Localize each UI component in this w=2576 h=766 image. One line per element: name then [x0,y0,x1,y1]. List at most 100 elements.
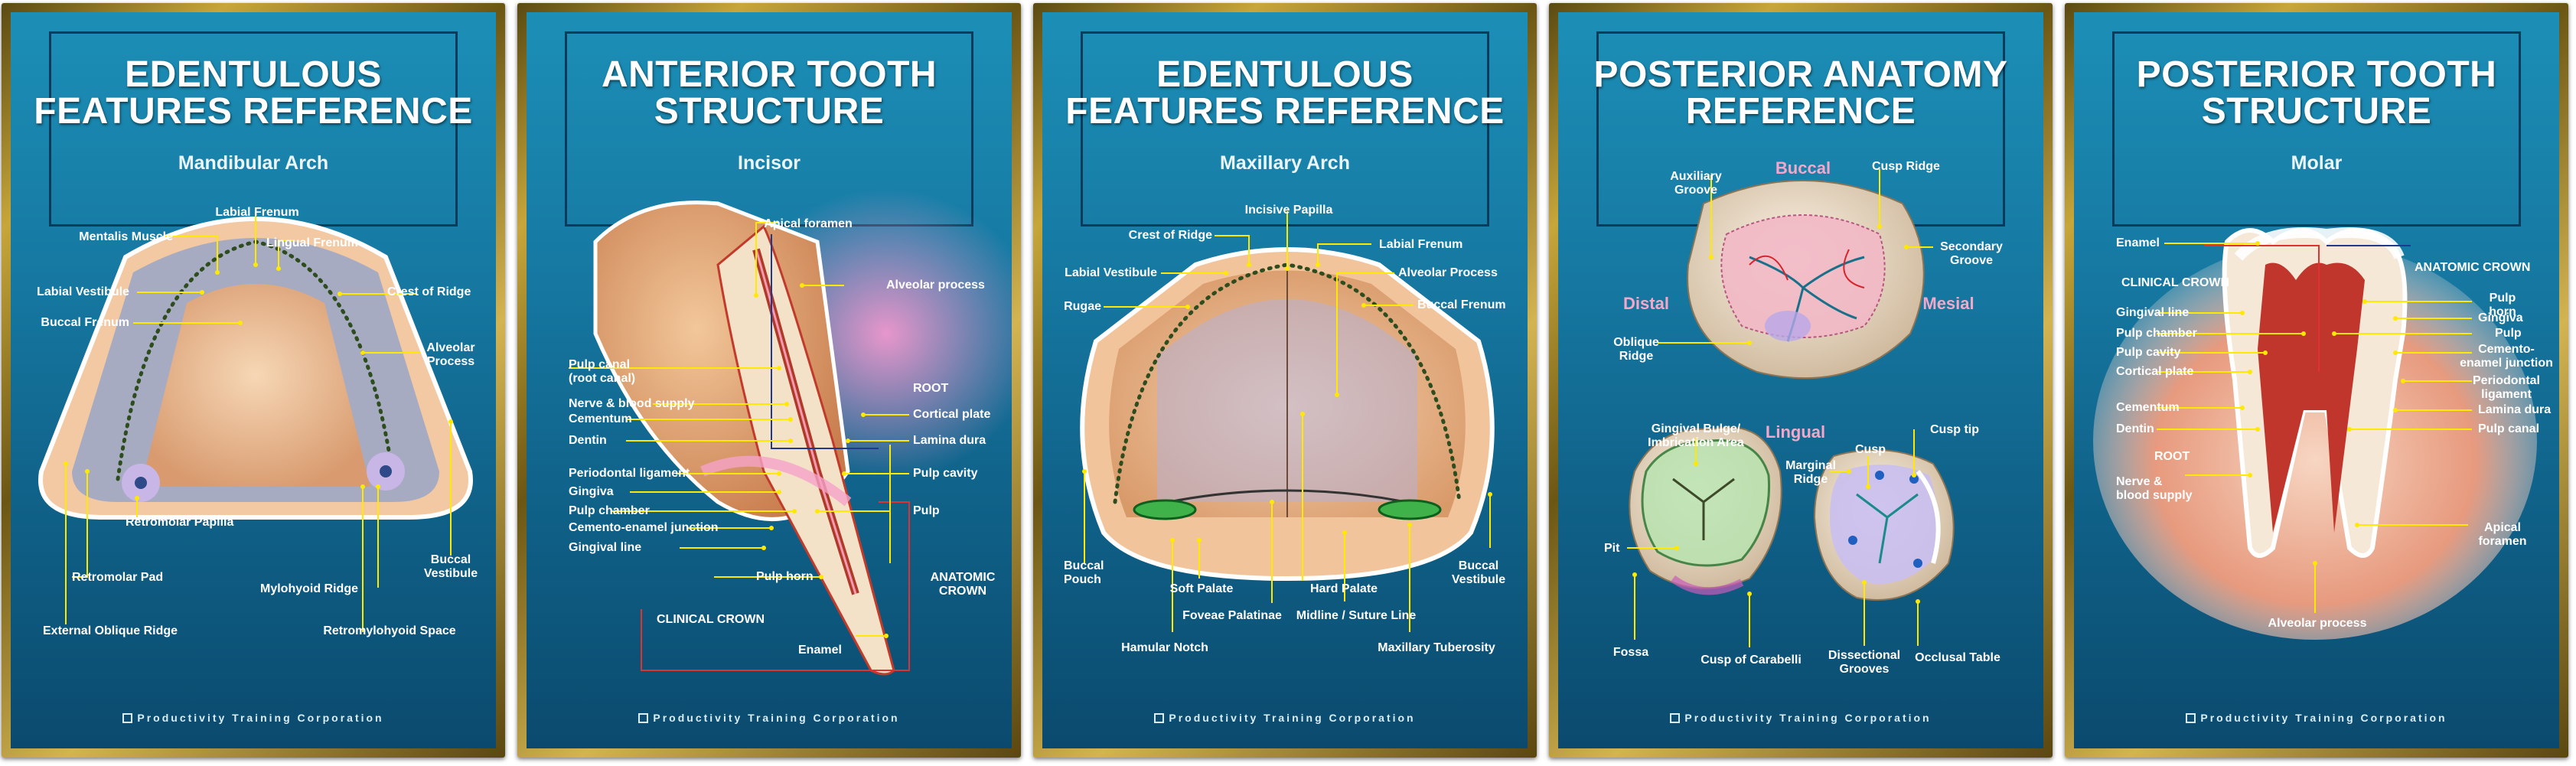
title-line-2: REFERENCE [1685,91,1916,132]
label-cemento-enamel-junction: Cemento-enamel junction [569,521,719,534]
label-pulp-chamber: Pulp chamber [2116,327,2197,340]
label-midline-suture-line: Midline / Suture Line [1296,609,1417,622]
poster-subtitle: Incisor [738,152,801,174]
label-pit: Pit [1604,542,1620,555]
label-alveolar-process: Alveolar Process [1398,266,1498,279]
ptc-logo-icon [638,713,649,723]
label-cusp-of-carabelli: Cusp of Carabelli [1700,654,1802,667]
label-hard-palate: Hard Palate [1310,582,1378,595]
label-labial-vestibule: Labial Vestibule [37,285,129,298]
label-enamel: Enamel [798,644,842,657]
poster-frame-molar: POSTERIOR TOOTH STRUCTURE Molar [2065,3,2568,758]
footer-text: Productivity Training Corporation [653,712,900,724]
label-alveolar-process: Alveolar process [2268,617,2367,630]
label-labial-frenum: Labial Frenum [1379,238,1463,251]
poster-frame-maxillary: EDENTULOUS FEATURES REFERENCE Maxillary … [1033,3,1537,758]
label-dissectional-grooves: Dissectional Grooves [1828,649,1901,676]
title-box [1081,31,1489,227]
label-retromolar-papilla: Retromolar Papilla [126,516,234,529]
poster-posterior-tooth: POSTERIOR TOOTH STRUCTURE Molar [2074,12,2559,748]
label-mylohyoid-ridge: Mylohyoid Ridge [260,582,358,595]
label-auxiliary-groove: Auxiliary Groove [1670,170,1722,197]
label-occlusal-table: Occlusal Table [1915,651,2000,664]
label-lingual-frenum: Lingual Frenum [266,236,358,249]
title-line-1: POSTERIOR ANATOMY [1593,54,2008,95]
title-line-2: STRUCTURE [2201,91,2432,132]
label-lamina-dura: Lamina dura [2478,403,2552,416]
footer-brand: Productivity Training Corporation [1558,712,2043,724]
label-pulp-horn: Pulp horn [756,570,814,583]
label-root: ROOT [2154,450,2190,463]
label-cusp-ridge: Cusp Ridge [1872,160,1940,173]
label-labial-frenum: Labial Frenum [215,206,299,219]
label-root: ROOT [913,382,949,395]
poster-title: EDENTULOUS FEATURES REFERENCE [1042,57,1528,130]
incisor-cross-section-illustration [569,188,1012,676]
label-labial-vestibule: Labial Vestibule [1065,266,1157,279]
ptc-logo-icon [1154,713,1165,723]
label-pulp-cavity: Pulp cavity [2116,346,2181,359]
label-pulp-canal: Pulp canal (root canal) [569,358,636,385]
poster-frame-incisor: ANTERIOR TOOTH STRUCTURE Incisor [517,3,1021,758]
poster-mandibular-arch: EDENTULOUS FEATURES REFERENCE Mandibular… [11,12,496,748]
label-cusp: Cusp [1855,443,1886,456]
label-alveolar-process: Alveolar Process [426,341,475,368]
label-cemento-enamel-junction: Cemento- enamel junction [2460,343,2553,370]
label-clinical-crown: CLINICAL CROWN [2121,276,2230,289]
footer-text: Productivity Training Corporation [2200,712,2447,724]
title-line-2: FEATURES REFERENCE [1065,91,1505,132]
label-apical-foramen: Apical foramen [2478,521,2527,548]
label-cusp-tip: Cusp tip [1930,423,1979,436]
label-dentin: Dentin [569,434,607,447]
label-pulp-chamber: Pulp chamber [569,504,650,517]
title-line-1: POSTERIOR TOOTH [2136,54,2497,95]
title-line-1: EDENTULOUS [1156,54,1414,95]
poster-title: POSTERIOR TOOTH STRUCTURE [2074,57,2559,130]
label-gingiva: Gingiva [2478,311,2523,324]
label-secondary-groove: Secondary Groove [1940,240,2003,267]
footer-brand: Productivity Training Corporation [1042,712,1528,724]
label-dentin: Dentin [2116,422,2154,435]
label-mesial: Mesial [1922,294,1974,313]
footer-brand: Productivity Training Corporation [2074,712,2559,724]
footer-brand: Productivity Training Corporation [11,712,496,724]
label-pulp-horn: Pulp horn [2489,292,2516,318]
footer-text: Productivity Training Corporation [1684,712,1932,724]
poster-title: ANTERIOR TOOTH STRUCTURE [527,57,1012,130]
label-buccal-frenum: Buccal Frenum [41,316,129,329]
ptc-logo-icon [1670,713,1681,723]
label-enamel: Enamel [2116,236,2160,249]
label-retromolar-pad: Retromolar Pad [72,571,164,584]
label-fossa: Fossa [1612,646,1649,659]
label-anatomic-crown: ANATOMIC CROWN [2415,261,2531,274]
label-foveae-palatinae: Foveae Palatinae [1182,609,1282,622]
ptc-logo-icon [122,713,133,723]
label-buccal: Buccal [1775,158,1831,178]
label-nerve-blood-supply: Nerve & blood supply [569,397,695,410]
label-lamina-dura: Lamina dura [913,434,986,447]
label-cortical-plate: Cortical plate [913,408,991,421]
label-apical-foramen: Apical foramen [764,217,853,230]
label-clinical-crown: CLINICAL CROWN [657,613,765,626]
label-oblique-ridge: Oblique Ridge [1613,336,1659,363]
label-incisive-papilla: Incisive Papilla [1244,204,1333,217]
maxillary-arch-illustration [1080,211,1495,632]
label-gingival-line: Gingival line [2116,306,2190,319]
label-buccal-vestibule: Buccal Vestibule [1451,559,1506,586]
title-box [2112,31,2521,227]
title-line-2: STRUCTURE [654,91,885,132]
label-gingival-bulge: Gingival Bulge/ Imbrication Area [1648,422,1744,449]
label-pulp-cavity: Pulp cavity [913,467,978,480]
label-retromylohyoid-space: Retromylohyoid Space [323,624,456,637]
label-hamular-notch: Hamular Notch [1121,641,1208,654]
label-mentalis-muscle: Mentalis Muscle [79,230,173,243]
poster-subtitle: Mandibular Arch [178,152,329,174]
label-external-oblique-ridge: External Oblique Ridge [43,624,178,637]
poster-maxillary-arch: EDENTULOUS FEATURES REFERENCE Maxillary … [1042,12,1528,748]
poster-title: POSTERIOR ANATOMY REFERENCE [1558,57,2043,130]
ptc-logo-icon [2186,713,2196,723]
poster-anterior-tooth: ANTERIOR TOOTH STRUCTURE Incisor [527,12,1012,748]
label-buccal-pouch: Buccal Pouch [1064,559,1104,586]
label-distal: Distal [1623,294,1669,313]
label-anatomic-crown: ANATOMIC CROWN [930,571,996,598]
